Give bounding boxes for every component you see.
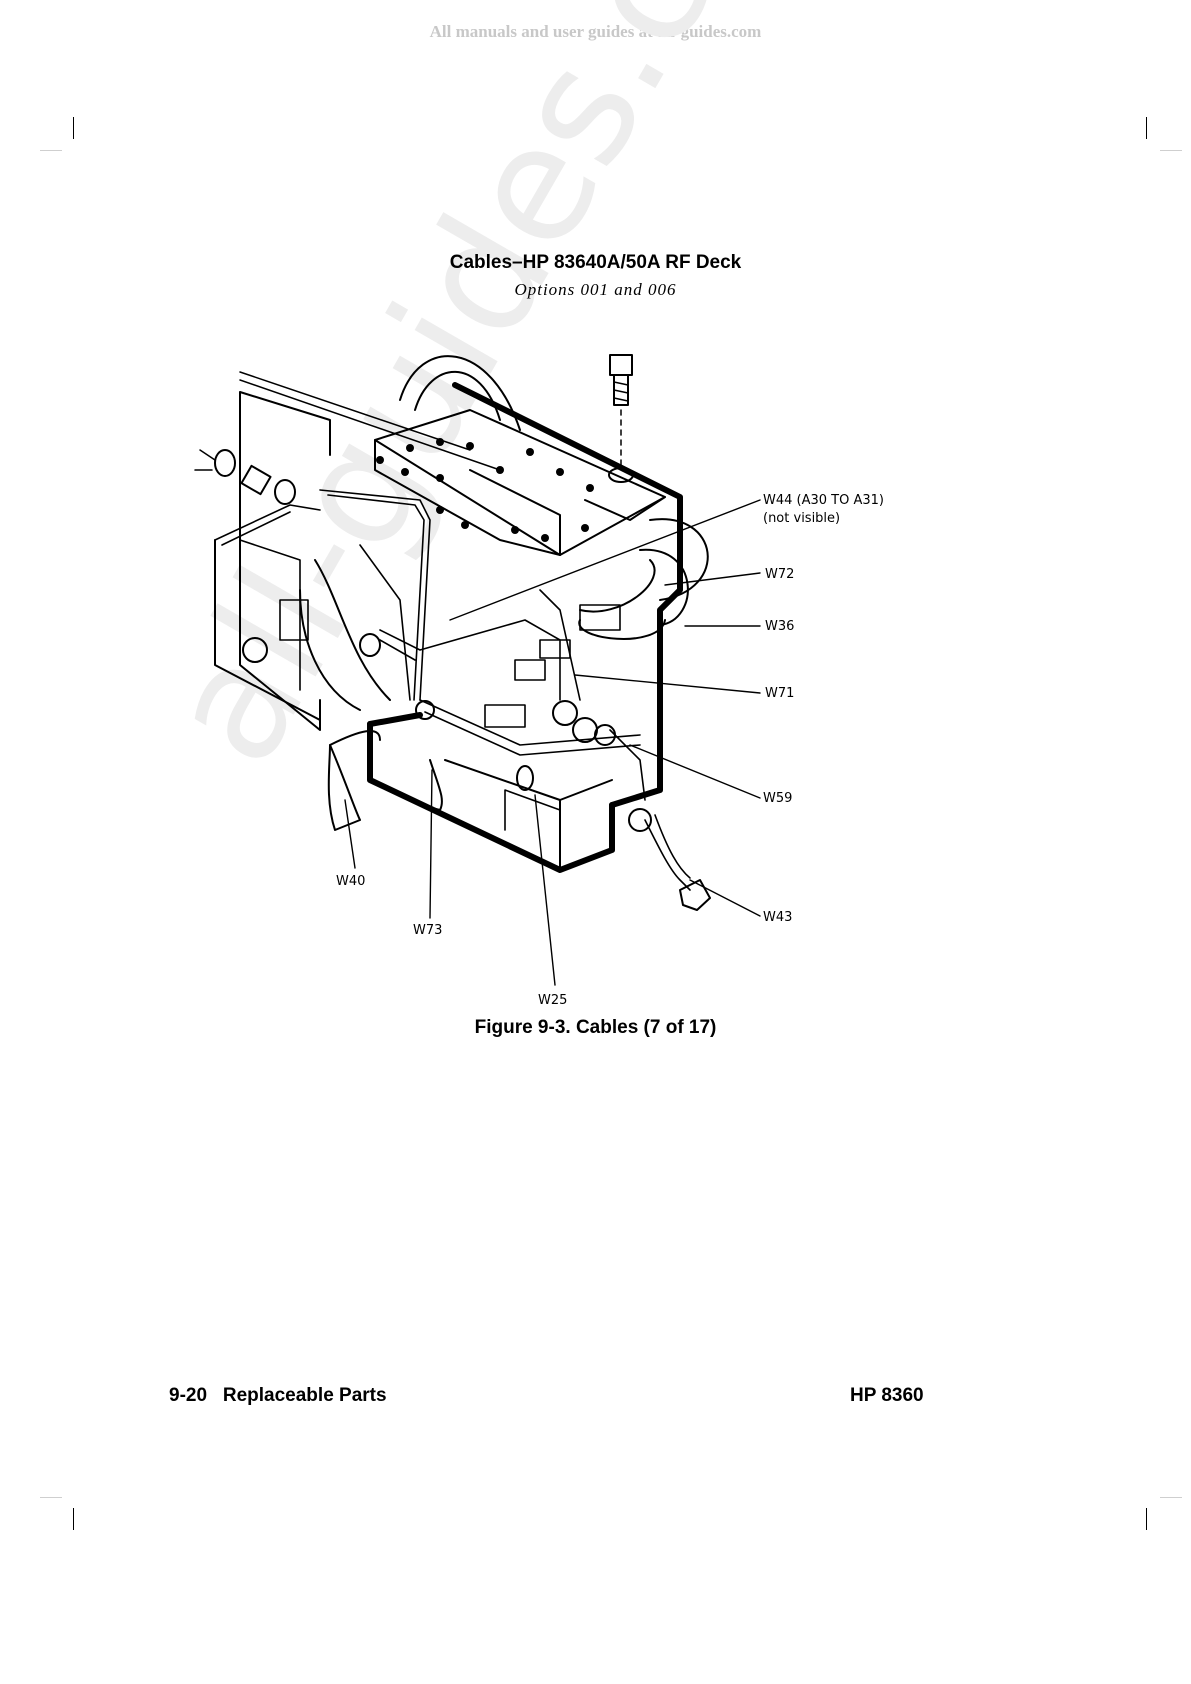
- footer-model: HP 8360: [850, 1385, 924, 1407]
- label-w44: W44 (A30 TO A31): [763, 493, 884, 508]
- footer-page-section: 9-20 Replaceable Parts: [169, 1385, 387, 1407]
- label-w44-note: (not visible): [763, 511, 840, 526]
- coax-lines: [215, 490, 690, 890]
- label-w25: W25: [538, 993, 567, 1008]
- label-w73: W73: [413, 923, 442, 938]
- label-w36: W36: [765, 619, 794, 634]
- label-w72: W72: [765, 567, 794, 582]
- label-w40: W40: [336, 874, 365, 889]
- label-w43: W43: [763, 910, 792, 925]
- rear-panel: [215, 372, 500, 730]
- callout-labels: W44 (A30 TO A31) (not visible) W72 W36 W…: [336, 493, 884, 1008]
- ribbon-cables: [300, 356, 708, 830]
- label-w59: W59: [763, 791, 792, 806]
- label-w71: W71: [765, 686, 794, 701]
- figure-caption: Figure 9-3. Cables (7 of 17): [0, 1017, 1191, 1039]
- internal-components: [240, 540, 620, 830]
